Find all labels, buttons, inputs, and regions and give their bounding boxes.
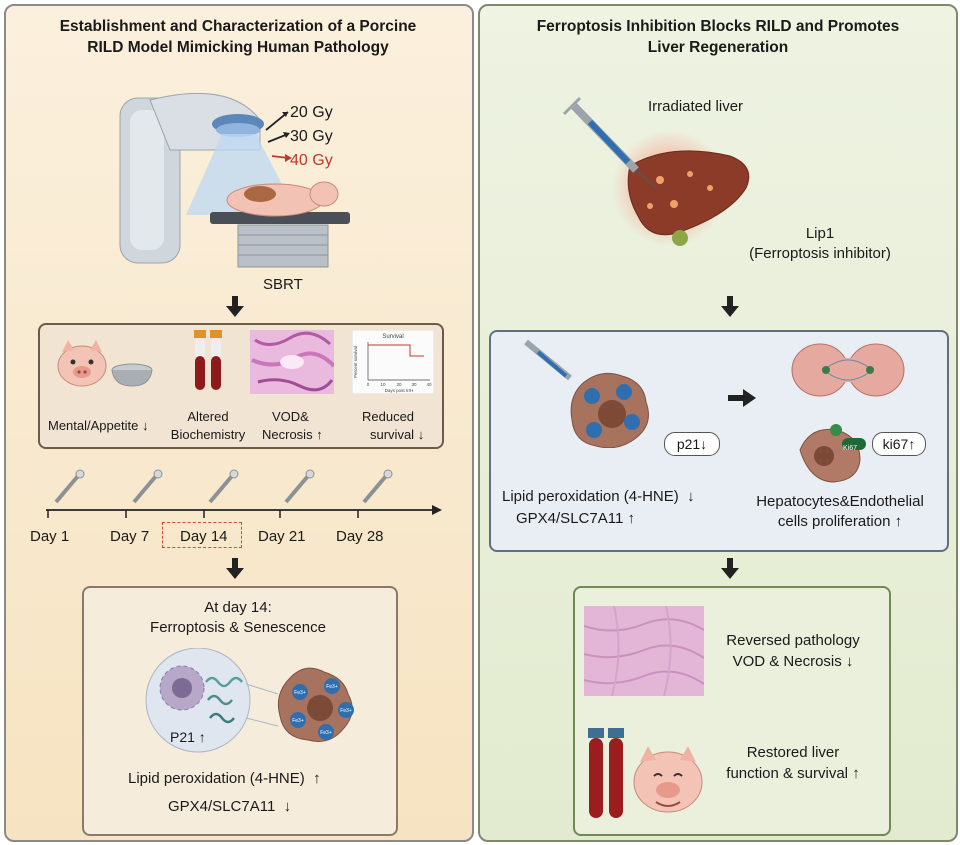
survival-xtick-0: 0 <box>367 382 370 387</box>
day14-gpx-label: GPX4/SLC7A11 ↓ <box>168 798 292 815</box>
syringe-icon <box>362 469 393 504</box>
ki67-tag: Ki67 <box>843 445 858 452</box>
survival-xtick-40: 40 <box>426 382 432 387</box>
vod-necrosis-label: VOD&Necrosis ↑ <box>262 409 323 442</box>
irradiated-liver-label: Irradiated liver <box>648 98 744 115</box>
survival-chart-title: Survival <box>382 334 403 340</box>
dose-30gy: 30 Gy <box>290 128 333 145</box>
food-bowl-icon <box>111 363 153 387</box>
survival-chart: Survival Percent survival 0 10 20 30 40 … <box>352 330 434 394</box>
dose-arrows <box>265 111 292 162</box>
fe-ion-label: Fe3+ <box>292 718 304 724</box>
ki67-badge: ki67↑ <box>872 432 926 456</box>
p21-badge: p21↓ <box>664 432 720 456</box>
timeline-day14: Day 14 <box>180 528 228 545</box>
blood-tubes-pig-illustration <box>588 728 703 818</box>
p21-label: P21 ↑ <box>170 729 206 745</box>
survival-xtick-10: 10 <box>380 382 386 387</box>
histology-image <box>250 330 334 394</box>
senescent-cell-illustration: Fe3+ Fe3+ Fe3+ Fe3+ Fe3+ <box>145 648 354 753</box>
blood-tubes-icon <box>194 330 222 390</box>
normal-histology-image <box>584 606 704 696</box>
left-title: Establishment and Characterization of a … <box>59 18 417 56</box>
irradiated-liver-illustration <box>562 96 750 246</box>
syringe-icon <box>54 469 85 504</box>
inhib-gpx-label: GPX4/SLC7A11 ↑ <box>516 510 635 527</box>
day14-title: At day 14:Ferroptosis & Senescence <box>150 599 326 636</box>
survival-xtick-20: 20 <box>396 382 402 387</box>
sbrt-label: SBRT <box>263 276 303 293</box>
lip1-label: Lip1(Ferroptosis inhibitor) <box>749 225 891 262</box>
mental-appetite-label: Mental/Appetite ↓ <box>48 418 149 433</box>
fe-ion-label: Fe3+ <box>320 730 332 736</box>
timeline-day21: Day 21 <box>258 528 306 545</box>
fe-ion-label: Fe3+ <box>294 690 306 696</box>
day14-lipid-label: Lipid peroxidation (4-HNE) ↑ <box>128 770 321 787</box>
right-arrow-icon <box>728 389 756 407</box>
timeline-day7: Day 7 <box>110 528 150 545</box>
down-arrow-icon <box>721 558 739 579</box>
syringe-icon <box>562 96 657 189</box>
syringe-icon <box>132 469 163 504</box>
down-arrow-icon <box>226 296 244 317</box>
right-title: Ferroptosis Inhibition Blocks RILD and P… <box>536 18 900 56</box>
survival-xtick-30: 30 <box>411 382 417 387</box>
sbrt-machine-illustration <box>119 92 350 268</box>
timeline-day1: Day 1 <box>30 528 70 545</box>
pig-face-icon <box>57 340 107 387</box>
survival-chart-xlabel: Days post IrrH <box>385 388 414 393</box>
inhib-lipid-label: Lipid peroxidation (4-HNE) ↓ <box>502 488 695 505</box>
down-arrow-icon <box>226 558 244 579</box>
fe-ion-label: Fe3+ <box>340 708 352 714</box>
timeline-day28: Day 28 <box>336 528 384 545</box>
survival-chart-ylabel: Percent survival <box>353 346 358 378</box>
timeline-day14-highlight <box>162 522 242 548</box>
dose-40gy: 40 Gy <box>290 152 333 169</box>
timeline <box>46 469 442 518</box>
dose-20gy: 20 Gy <box>290 104 333 121</box>
fe-ion-label: Fe3+ <box>326 684 338 690</box>
syringe-icon <box>284 469 315 504</box>
syringe-icon <box>208 469 239 504</box>
down-arrow-icon <box>721 296 739 317</box>
ferroptotic-cell-illustration <box>524 339 649 448</box>
proliferating-cells-illustration <box>791 343 905 483</box>
